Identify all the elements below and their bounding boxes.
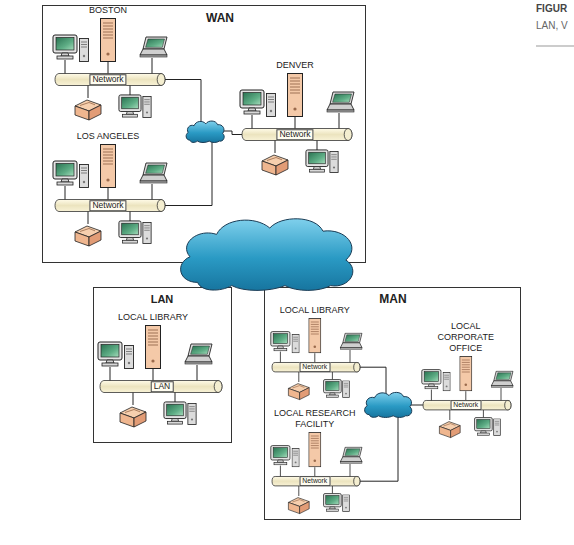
wire [165, 139, 212, 206]
bus-body [272, 476, 360, 485]
site-equipment [271, 318, 362, 399]
site-equipment [53, 145, 167, 247]
site-equipment [240, 74, 354, 176]
network-label: Network [89, 200, 126, 212]
site-name: LOCAL CORPORATE OFFICE [435, 321, 497, 354]
bus-end [354, 476, 360, 485]
network-bus: LOS ANGELESNetwork [55, 199, 165, 212]
network-bus: BOSTONNetwork [55, 73, 165, 86]
site-name: LOCAL LIBRARY [103, 312, 203, 323]
wire [222, 131, 243, 135]
site-name: BOSTON [58, 5, 158, 16]
internet-cloud [181, 219, 353, 291]
bus-body [242, 129, 352, 141]
bus-end [157, 200, 165, 212]
site-name: LOCAL RESEARCH FACILITY [269, 408, 361, 430]
network-bus: LOCAL RESEARCH FACILITYNetwork [272, 476, 360, 486]
area-title: MAN [379, 293, 406, 306]
bus-end [344, 129, 352, 141]
network-bus: LOCAL CORPORATE OFFICENetwork [423, 400, 511, 410]
network-bus: LOCAL LIBRARYNetwork [272, 362, 360, 372]
bus-end [214, 381, 222, 393]
network-cloud [365, 392, 412, 417]
wire [410, 405, 424, 406]
network-cloud [186, 121, 224, 142]
network-label: Network [276, 129, 313, 141]
network-bus: DENVERNetwork [242, 128, 352, 141]
network-label: Network [89, 74, 126, 86]
caption-fragment: LAN, V [536, 20, 568, 32]
network-label: Network [299, 476, 330, 486]
network-label: LAN [151, 381, 174, 393]
site-name: LOS ANGELES [58, 131, 158, 142]
wire [360, 414, 398, 481]
bus-end [354, 362, 360, 371]
area-title: WAN [206, 12, 234, 25]
caption-rule [536, 46, 574, 47]
bus-body [55, 74, 165, 86]
site-equipment [271, 432, 362, 513]
network-area-box: LANLOCAL LIBRARYLAN [93, 287, 232, 443]
site-equipment [98, 326, 212, 428]
bus-body [55, 200, 165, 212]
site-equipment [53, 19, 167, 121]
network-label: Network [299, 362, 330, 372]
wire [165, 80, 201, 125]
network-bus: LOCAL LIBRARYLAN [100, 380, 222, 393]
area-title: LAN [151, 293, 174, 305]
bus-body [272, 362, 360, 371]
site-equipment [422, 356, 513, 437]
bus-end [505, 400, 511, 409]
bus-body [100, 381, 222, 393]
network-area-box: MANLOCAL LIBRARYNetworkLOCAL CORPORATE O… [264, 287, 521, 520]
network-area-box: WANBOSTONNetworkDENVERNetworkLOS ANGELES… [42, 5, 366, 263]
bus-body [423, 400, 511, 409]
caption-fragment: FIGUR [536, 3, 567, 15]
site-name: LOCAL LIBRARY [265, 305, 365, 316]
wire [360, 367, 386, 394]
bus-end [157, 74, 165, 86]
wires [165, 80, 424, 482]
site-name: DENVER [245, 60, 345, 71]
network-label: Network [450, 400, 481, 410]
